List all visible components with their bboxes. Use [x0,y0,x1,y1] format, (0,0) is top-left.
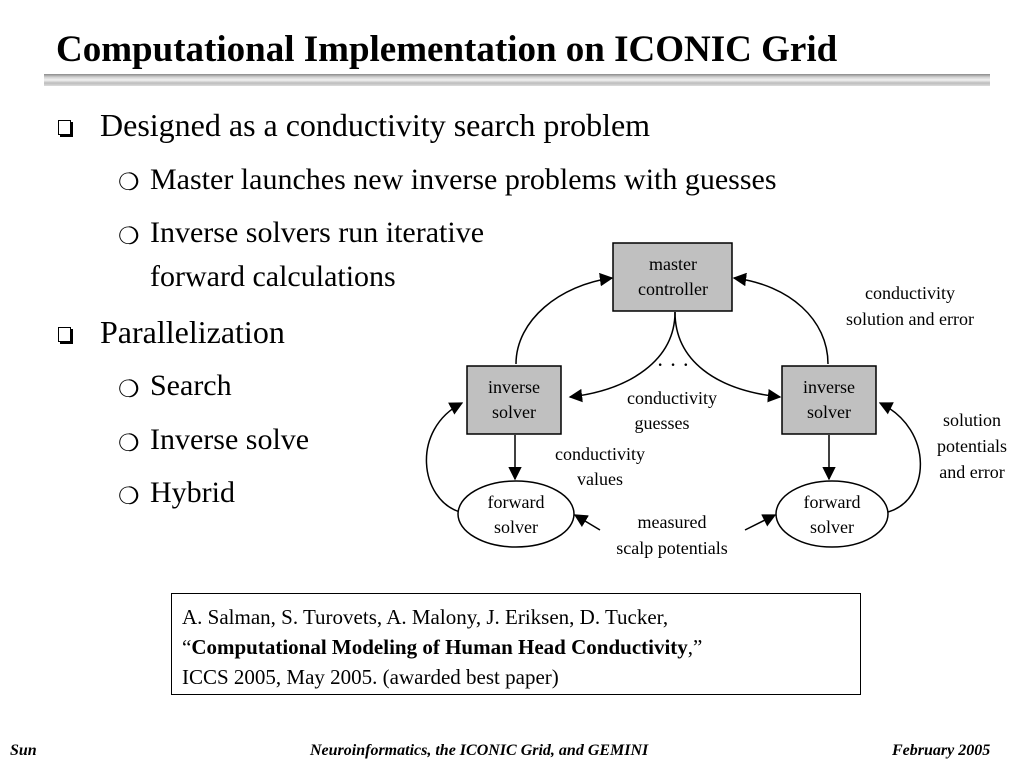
reference-open-quote: “ [182,635,192,659]
arrow-right-forward-loop [878,402,922,513]
conductivity-values-label: values [577,469,623,489]
conductivity-guesses-label: guesses [635,413,690,433]
bullet-conductivity-search: Designed as a conductivity search proble… [100,107,651,143]
arrow-master-to-left-inverse [568,311,676,403]
arrow-right-inverse-to-master [732,272,829,365]
left-inverse-solver-box [466,365,562,435]
square-bullet-icon [58,120,71,135]
conductivity-guesses-label: conductivity [627,388,717,408]
reference-authors: A. Salman, S. Turovets, A. Malony, J. Er… [182,605,669,629]
bullet-hybrid: Hybrid [150,476,235,509]
arrow-left-inverse-to-master [515,272,614,365]
right-inverse-solver-label: solver [807,402,851,422]
bullet-inverse-solvers: Inverse solvers run iterative [150,216,485,249]
left-forward-solver-ellipse [457,480,575,548]
arrow-master-to-right-inverse [674,311,782,403]
footer-author: Sun [10,742,37,759]
bullet-parallelization: Parallelization [100,314,285,350]
footer-date: February 2005 [892,742,991,759]
conductivity-values-label: conductivity [555,444,645,464]
ellipsis-dots: · · · [657,352,690,377]
solution-potentials-error-label: and error [939,462,1004,482]
circle-bullet-icon: ❍ [118,431,140,457]
right-forward-solver-ellipse [775,480,889,548]
reference-paper-title: Computational Modeling of Human Head Con… [191,635,688,659]
bullet-search: Search [150,369,232,402]
arrow-left-forward-loop [425,402,464,513]
slide-title: Computational Implementation on ICONIC G… [56,29,838,70]
left-inverse-solver-label: inverse [488,377,540,397]
reference-venue: ICCS 2005, May 2005. (awarded best paper… [182,665,559,689]
reference-title-line: “Computational Modeling of Human Head Co… [182,632,850,662]
arrow-measured-to-left-forward [573,514,601,531]
solution-potentials-error-label: solution [943,410,1001,430]
left-forward-solver-label: forward [488,492,545,512]
title-rule [44,74,990,86]
master-controller-label: controller [638,279,708,299]
left-forward-solver-label: solver [494,517,538,537]
circle-bullet-icon: ❍ [118,224,140,250]
footer-presentation-title: Neuroinformatics, the ICONIC Grid, and G… [310,742,649,759]
measured-potentials-label: measured [638,512,707,532]
right-forward-solver-label: forward [804,492,861,512]
conductivity-solution-error-label: conductivity [865,283,955,303]
circle-bullet-icon: ❍ [118,377,140,403]
solution-potentials-error-label: potentials [937,436,1007,456]
master-controller-label: master [649,254,697,274]
circle-bullet-icon: ❍ [118,170,140,196]
circle-bullet-icon: ❍ [118,484,140,510]
bullet-inverse-solvers-cont: forward calculations [150,260,396,293]
measured-potentials-label: scalp potentials [616,538,727,558]
right-inverse-solver-box [781,365,877,435]
bullet-inverse-solve: Inverse solve [150,423,310,456]
left-inverse-solver-label: solver [492,402,536,422]
reference-close-quote: ,” [687,635,703,659]
conductivity-solution-error-label: solution and error [846,309,974,329]
master-controller-box [612,242,733,312]
reference-citation-box: A. Salman, S. Turovets, A. Malony, J. Er… [171,593,861,695]
square-bullet-icon [58,327,71,342]
bullet-master-launches: Master launches new inverse problems wit… [150,163,777,196]
arrow-measured-to-right-forward [744,514,777,531]
right-forward-solver-label: solver [810,517,854,537]
right-inverse-solver-label: inverse [803,377,855,397]
